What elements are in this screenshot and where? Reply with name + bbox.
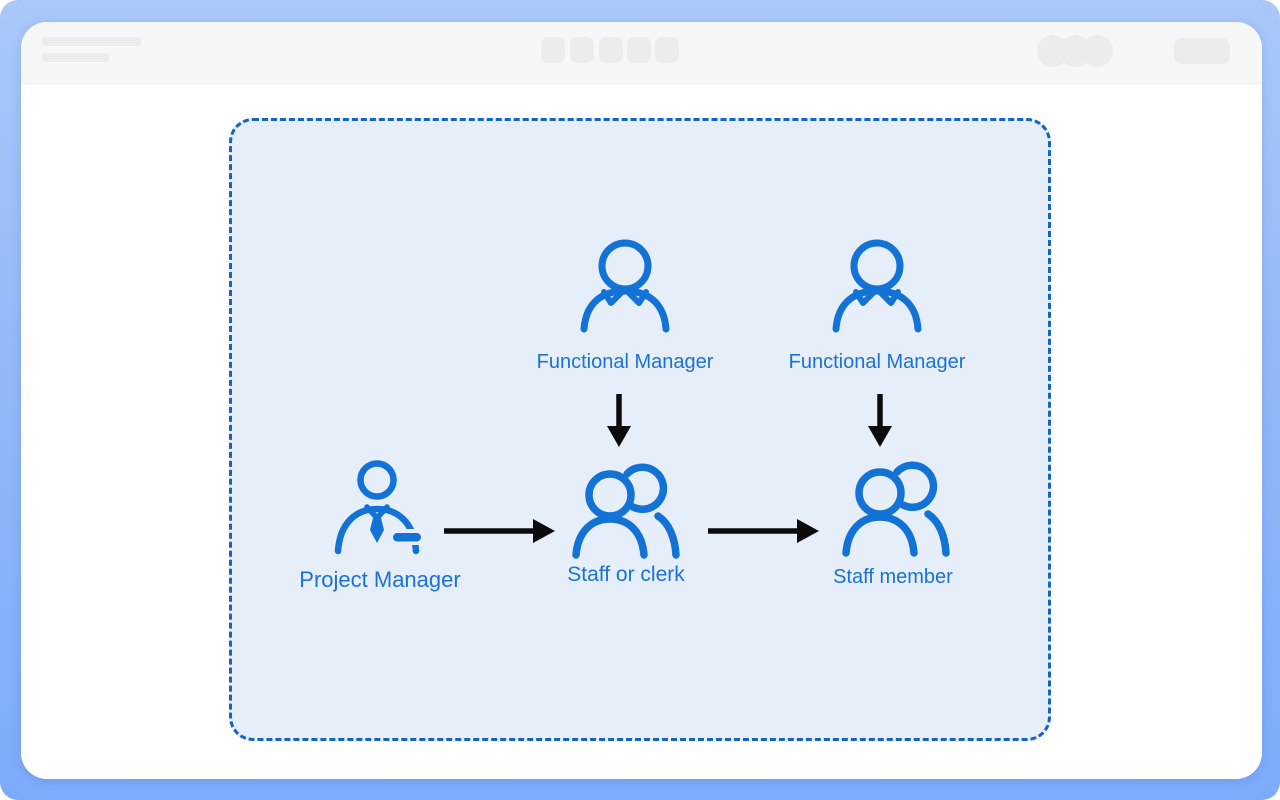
browser-toolbar bbox=[21, 22, 1262, 85]
node-staff-member[interactable] bbox=[840, 453, 952, 557]
node-functional-manager-1[interactable] bbox=[577, 239, 673, 335]
toolbar-action-pill[interactable] bbox=[1174, 38, 1230, 64]
arrow-right-staff-to-member bbox=[705, 516, 823, 551]
arrow-down-fm2-to-staff bbox=[865, 391, 895, 454]
toolbar-text-placeholder-1 bbox=[42, 37, 141, 46]
people-icon bbox=[842, 461, 950, 557]
node-label-staff-or-clerk: Staff or clerk bbox=[567, 563, 685, 586]
toolbar-button-4[interactable] bbox=[627, 37, 651, 63]
people-icon bbox=[572, 463, 680, 559]
toolbar-button-1[interactable] bbox=[541, 37, 565, 63]
node-project-manager[interactable] bbox=[330, 458, 430, 558]
person-icon bbox=[832, 239, 922, 333]
diagram-panel: Functional Manager Functional Manager bbox=[229, 118, 1051, 741]
arrow-down-fm1-to-staff bbox=[604, 391, 634, 454]
node-label-functional-manager-2: Functional Manager bbox=[788, 351, 966, 373]
toolbar-avatar-3[interactable] bbox=[1081, 35, 1113, 67]
arrow-right-pm-to-staff bbox=[441, 516, 559, 551]
person-tie-icon bbox=[334, 460, 425, 555]
node-staff-or-clerk[interactable] bbox=[570, 455, 682, 559]
node-label-functional-manager-1: Functional Manager bbox=[536, 351, 714, 373]
browser-window: Functional Manager Functional Manager bbox=[21, 22, 1262, 779]
person-icon bbox=[580, 239, 670, 333]
toolbar-button-2[interactable] bbox=[570, 37, 594, 63]
node-label-staff-member: Staff member bbox=[833, 566, 953, 588]
node-label-project-manager: Project Manager bbox=[299, 567, 461, 592]
toolbar-text-placeholder-2 bbox=[42, 53, 109, 62]
node-functional-manager-2[interactable] bbox=[829, 239, 925, 335]
toolbar-button-5[interactable] bbox=[655, 37, 679, 63]
toolbar-button-3[interactable] bbox=[599, 37, 623, 63]
